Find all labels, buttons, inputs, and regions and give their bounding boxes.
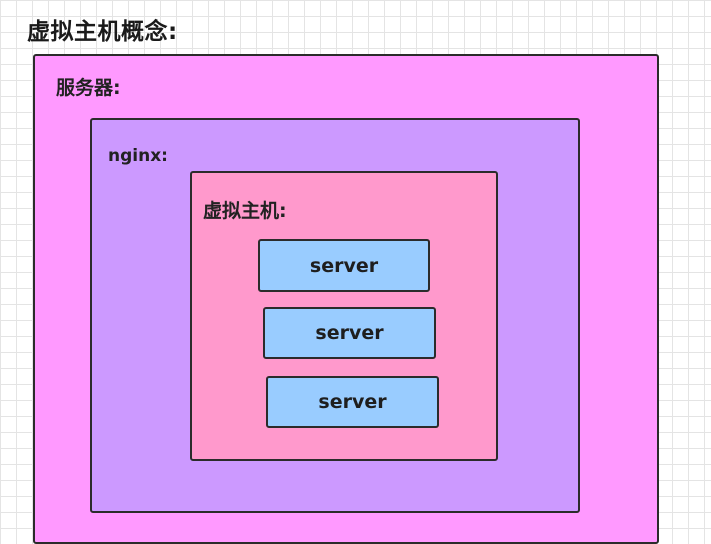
- server-block-2: server: [263, 307, 436, 359]
- page-title: 虚拟主机概念:: [27, 19, 178, 45]
- server-container-label: 服务器:: [56, 77, 121, 99]
- server-block-3: server: [266, 376, 439, 428]
- server-block-1: server: [258, 239, 430, 292]
- virtual-host-container-label: 虚拟主机:: [203, 200, 287, 222]
- nginx-container-label: nginx:: [108, 146, 168, 166]
